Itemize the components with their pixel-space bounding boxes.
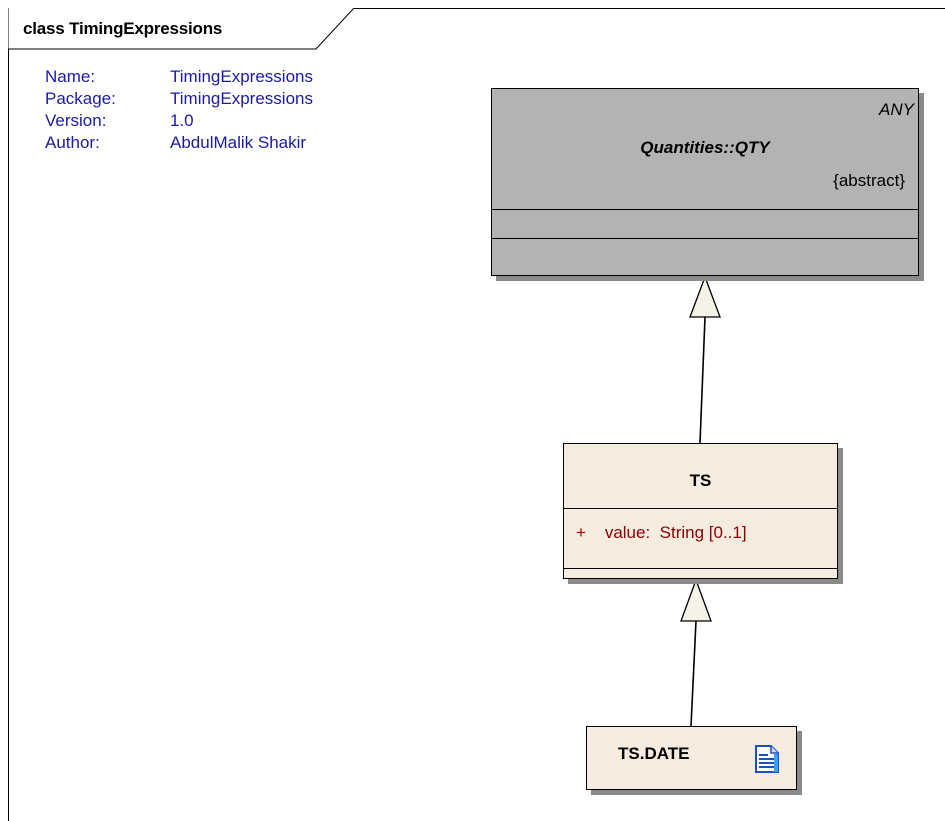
generalization-ts-to-qty[interactable] — [689, 275, 721, 444]
meta-row-version: Version: 1.0 — [45, 110, 313, 132]
generalization-arrowhead — [680, 578, 712, 622]
class-attribute[interactable]: + value: String [0..1] — [576, 523, 747, 542]
meta-key: Author: — [45, 133, 100, 152]
class-tag: {abstract} — [833, 171, 905, 190]
meta-row-author: Author: AbdulMalik Shakir — [45, 132, 313, 154]
compartment-divider — [492, 209, 918, 210]
compartment-divider — [564, 508, 837, 509]
diagram-frame — [8, 8, 945, 821]
class-qty[interactable]: ANY Quantities::QTY {abstract} — [491, 88, 919, 276]
class-ts[interactable]: TS + value: String [0..1] — [563, 443, 838, 579]
meta-value: 1.0 — [170, 111, 194, 130]
class-name: Quantities::QTY — [640, 138, 770, 157]
meta-row-package: Package: TimingExpressions — [45, 88, 313, 110]
generalization-arrowhead — [689, 275, 721, 318]
meta-key: Package: — [45, 89, 116, 108]
class-name: TS — [689, 471, 712, 490]
compartment-divider — [492, 238, 918, 239]
meta-key: Version: — [45, 111, 107, 130]
class-stereotype: ANY — [879, 100, 914, 119]
meta-value: AbdulMalik Shakir — [170, 133, 307, 152]
compartment-divider — [564, 568, 837, 569]
meta-value: TimingExpressions — [170, 89, 313, 108]
meta-value: TimingExpressions — [170, 67, 313, 86]
diagram-title-tab — [8, 8, 355, 50]
diagram-title: class TimingExpressions — [23, 19, 223, 38]
class-tsdate[interactable]: TS.DATE — [586, 726, 797, 790]
generalization-tsdate-to-ts[interactable] — [680, 578, 712, 727]
note-icon — [755, 745, 779, 773]
meta-row-name: Name: TimingExpressions — [45, 66, 313, 88]
diagram-metadata: Name: TimingExpressions Package: TimingE… — [45, 66, 313, 154]
class-name: TS.DATE — [618, 744, 690, 763]
meta-key: Name: — [45, 67, 96, 86]
